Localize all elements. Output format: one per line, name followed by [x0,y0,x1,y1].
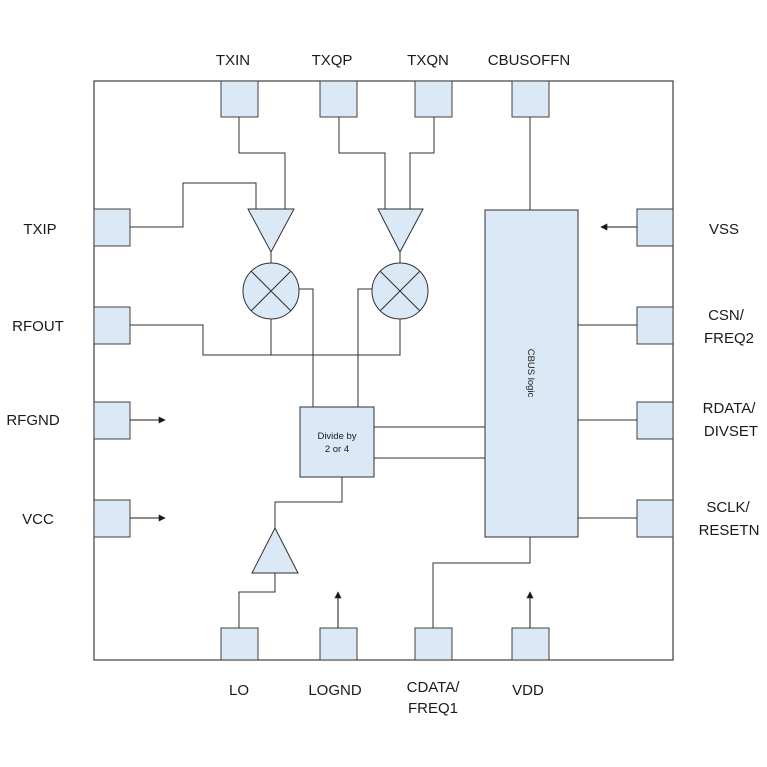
label-txin: TXIN [216,52,250,69]
pad-vss [636,208,674,247]
pad-lo [220,627,259,661]
pad-rdata [636,401,674,440]
pad-txip [93,208,131,247]
wire-div-amp [274,477,343,528]
pad-rfout [93,306,131,345]
buffer-q [377,208,424,254]
pad-sclk [636,499,674,538]
label-vcc: VCC [22,511,54,528]
wire-lo-mixer-i [299,288,314,407]
pad-txqn [414,80,453,118]
label-cdata: CDATA/ [407,679,461,696]
pad-vdd [511,627,550,661]
label-logndlabel: LOGND [308,682,362,699]
wire-txin [238,117,286,209]
label-freq2: FREQ2 [704,330,754,347]
divider-block [299,406,375,478]
label-vss: VSS [709,221,739,238]
pad-vcc [93,499,131,538]
buffer-i [247,208,295,254]
label-rfgnd: RFGND [6,412,59,429]
label-vdd: VDD [512,682,544,699]
divider-label-line1: Divide by [317,431,356,442]
label-divset: DIVSET [704,423,758,440]
pad-cdata [414,627,453,661]
pad-lognd [319,627,358,661]
label-rdata: RDATA/ [703,400,757,417]
label-sclk: SCLK/ [706,499,750,516]
mixer-q [371,262,429,320]
pad-txin [220,80,259,118]
label-resetn: RESETN [699,522,760,539]
label-freq1: FREQ1 [408,700,458,717]
pad-csn [636,306,674,345]
pad-txqp [319,80,358,118]
wire-cdata [432,537,531,628]
cbus-logic-block [484,209,579,538]
pad-cbusoffn [511,80,550,118]
label-txqp: TXQP [312,52,353,69]
label-txqn: TXQN [407,52,449,69]
label-rfout: RFOUT [12,318,64,335]
pad-rfgnd [93,401,131,440]
wire-txqn [409,117,435,209]
label-csn: CSN/ [708,307,745,324]
label-lo: LO [229,682,249,699]
cbus-logic-label: CBUS logic [525,349,536,398]
wire-rfout [130,319,401,356]
wire-txip [130,182,257,228]
chip-outline [93,80,674,661]
wire-lo-mixer-q [357,288,372,407]
divider-label-line2: 2 or 4 [325,444,349,455]
label-cbusoffn: CBUSOFFN [488,52,571,69]
wire-txqp [338,117,386,209]
wire-lo [238,573,276,628]
label-txip: TXIP [23,221,56,238]
mixer-i [242,262,300,320]
